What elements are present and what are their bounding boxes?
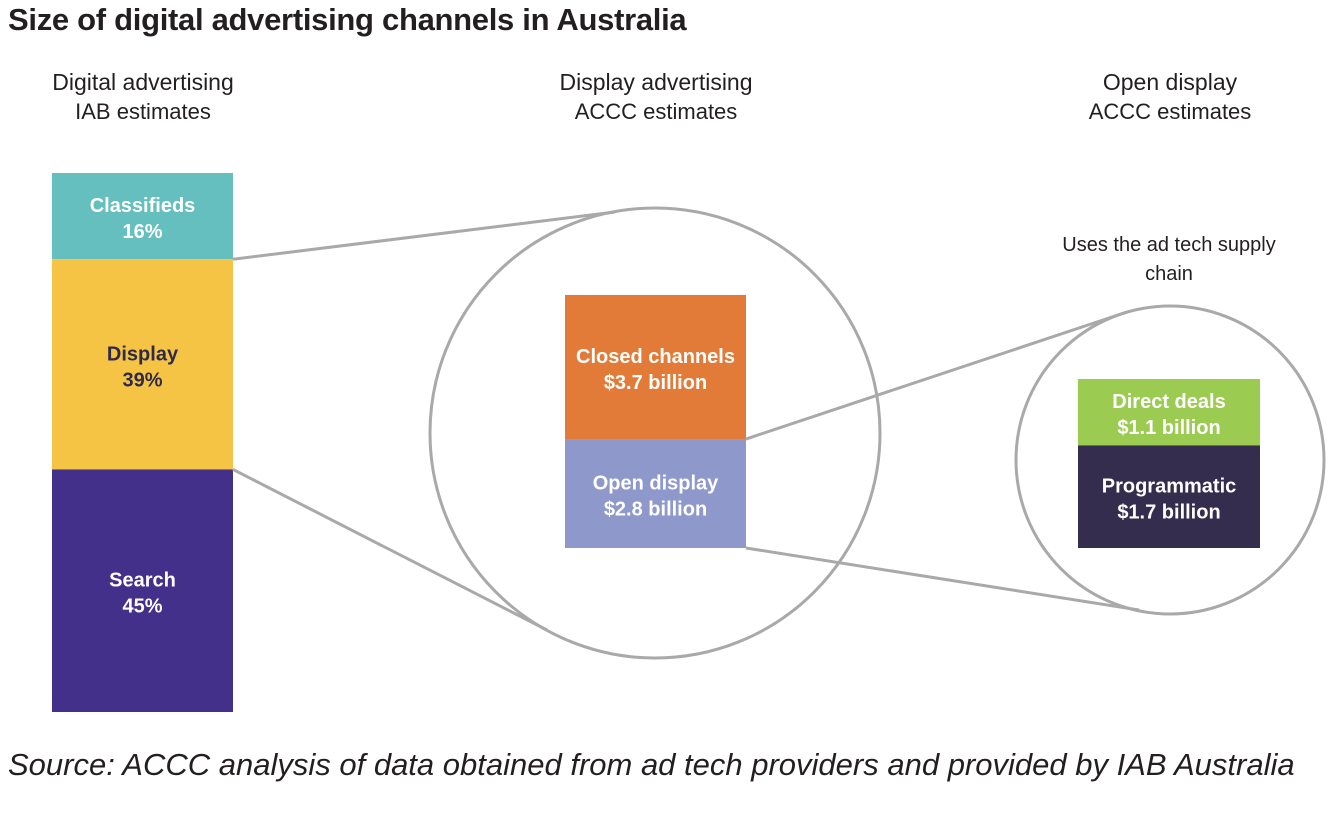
segment-label-display: Display — [107, 343, 179, 365]
column-heading: Digital advertising — [52, 69, 234, 95]
column-header-digital: Digital advertising IAB estimates — [12, 68, 274, 126]
segment-value-programmatic: $1.7 billion — [1117, 502, 1220, 524]
segment-value-closed-channels: $3.7 billion — [604, 372, 707, 394]
segment-value-open-display: $2.8 billion — [604, 499, 707, 521]
segment-display — [52, 259, 233, 470]
segment-label-programmatic: Programmatic — [1102, 476, 1237, 498]
connector-line-top — [745, 310, 1128, 441]
segment-direct-deals — [1078, 379, 1260, 446]
segment-label-open-display: Open display — [593, 473, 719, 495]
segment-classifieds — [52, 173, 233, 260]
column-subheading: ACCC estimates — [1088, 99, 1252, 124]
segment-value-classifieds: 16% — [122, 221, 162, 243]
chart-title: Size of digital advertising channels in … — [8, 2, 687, 37]
column-header-open-display: Open display ACCC estimates — [1040, 68, 1300, 126]
column-header-display: Display advertising ACCC estimates — [506, 68, 806, 126]
segment-search — [52, 469, 233, 712]
supply-chain-note: Uses the ad tech supply chain — [1062, 234, 1276, 285]
segment-open-display — [565, 439, 746, 548]
column-subheading: ACCC estimates — [574, 99, 738, 124]
segment-label-classifieds: Classifieds — [90, 195, 196, 217]
source-note: Source: ACCC analysis of data obtained f… — [8, 747, 1295, 782]
connector-line-bottom — [232, 468, 548, 632]
column-subheading: IAB estimates — [75, 99, 211, 124]
segment-value-search: 45% — [122, 596, 162, 618]
segment-value-direct-deals: $1.1 billion — [1117, 417, 1220, 439]
column-heading: Open display — [1102, 69, 1238, 95]
zoom-circle-open-display — [1014, 304, 1326, 616]
segment-label-direct-deals: Direct deals — [1112, 391, 1225, 413]
zoom-circle-display — [428, 206, 882, 660]
segment-programmatic — [1078, 445, 1260, 548]
connector-line-bottom — [745, 546, 1140, 612]
segment-closed-channels — [565, 295, 746, 440]
segment-label-closed-channels: Closed channels — [576, 346, 735, 368]
segment-value-display: 39% — [122, 369, 162, 391]
segment-label-search: Search — [109, 570, 176, 592]
connector-line-top — [232, 210, 616, 261]
column-heading: Display advertising — [559, 69, 753, 95]
